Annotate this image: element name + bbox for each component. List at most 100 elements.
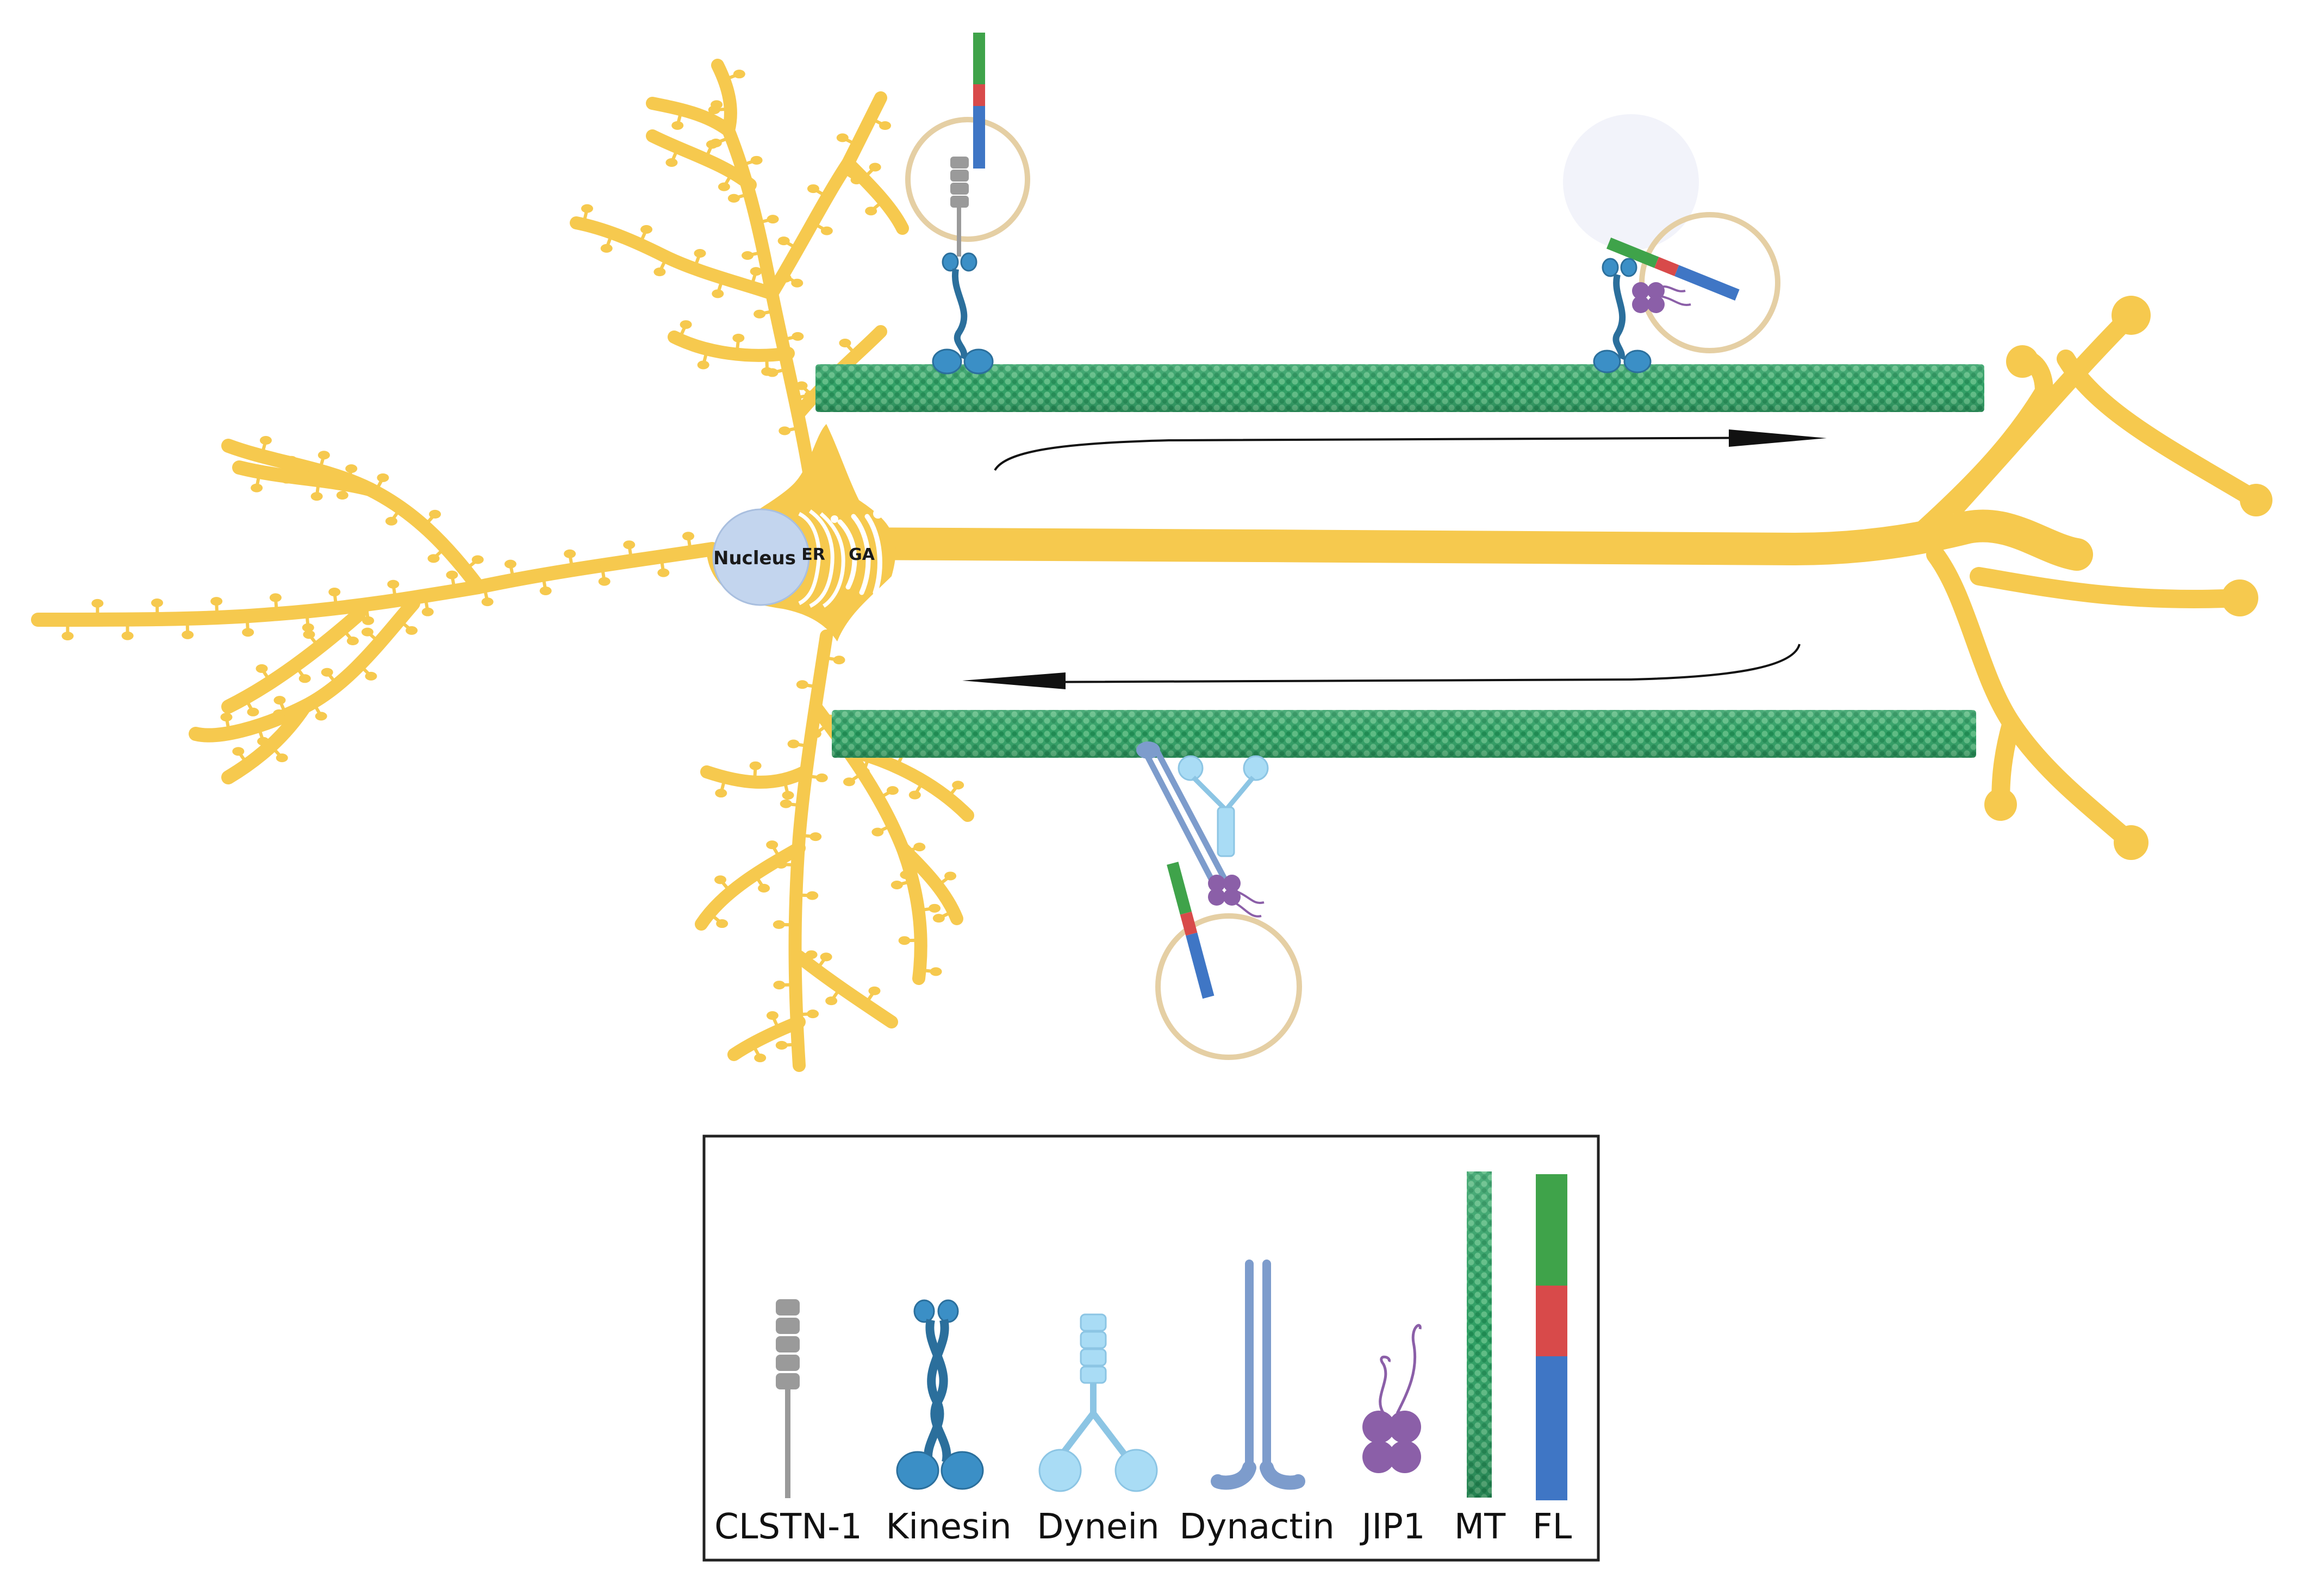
spine-head (758, 883, 770, 893)
spine-head (151, 598, 163, 607)
jip1 (1208, 875, 1265, 918)
spine-head (336, 491, 348, 500)
legend-label-mt: MT (1454, 1507, 1506, 1547)
spine-head (766, 1011, 779, 1020)
spine-head (429, 509, 441, 519)
spine-head (362, 616, 375, 625)
spine-head (775, 1040, 788, 1050)
spine-head (232, 747, 245, 756)
kinesin-icon (896, 1299, 984, 1490)
spine-head (281, 475, 293, 484)
spine-head (750, 267, 762, 276)
spine-head (930, 967, 942, 976)
spine-head (754, 1053, 767, 1063)
spine-head (665, 158, 678, 167)
spine-head (807, 1009, 819, 1019)
spine-head (247, 707, 259, 716)
spine-head (839, 338, 851, 347)
spine-head (836, 133, 849, 142)
spine-head (273, 696, 286, 705)
dynein (1178, 755, 1269, 857)
spine-head (913, 843, 926, 852)
spine-head (809, 832, 822, 841)
spine-head (908, 790, 921, 800)
spine-head (623, 540, 636, 550)
spine-head (767, 215, 779, 224)
upper-dendrites (570, 59, 909, 485)
spine-head (871, 827, 884, 837)
spine-head (121, 631, 134, 640)
spine-head (761, 367, 774, 376)
spine-head (900, 870, 912, 880)
spine-head (820, 952, 832, 962)
spine-head (886, 786, 899, 795)
left-dendrites (31, 439, 719, 784)
spine-head (843, 777, 855, 787)
kinesin-clstn1-cargo (905, 33, 1030, 375)
dynein-dynactin-cargo (1136, 741, 1302, 1060)
spine-head (952, 781, 964, 790)
kinesin-jip1-cargo (1563, 114, 1780, 373)
spine-head (857, 767, 870, 776)
spine-head (256, 664, 268, 673)
spine-head (365, 671, 377, 681)
dynein-icon (1038, 1313, 1158, 1492)
spine-head (742, 251, 754, 260)
spine-head (727, 194, 740, 203)
spine-head (815, 773, 828, 782)
spine-head (890, 880, 903, 889)
er-label: ER (801, 545, 825, 564)
spine-head (345, 464, 358, 473)
nucleus-label: Nucleus (713, 547, 796, 569)
spine-head (718, 182, 730, 191)
microtubule-top (815, 364, 1984, 412)
clstn1-icon (776, 1299, 800, 1498)
spine-head (716, 919, 728, 928)
vesicle (905, 117, 1030, 242)
faded-vesicle (1563, 114, 1699, 250)
legend: CLSTN-1 Kinesin Dynein Dynactin JIP1 MT … (702, 1134, 1600, 1562)
spine-head (377, 473, 389, 482)
spine-head (182, 630, 194, 639)
spine-head (833, 656, 845, 665)
spine-head (879, 121, 892, 130)
spine-head (600, 244, 613, 253)
spine-head (539, 586, 552, 595)
spine-head (898, 936, 911, 945)
spine-head (361, 627, 373, 637)
spine-head (773, 920, 785, 929)
spine-head (302, 623, 314, 632)
spine-head (714, 875, 727, 884)
legend-label-clstn1: CLSTN-1 (714, 1507, 862, 1547)
legend-label-dynein: Dynein (1037, 1507, 1159, 1547)
spine-head (91, 598, 104, 608)
spine-head (708, 105, 720, 115)
spine-head (805, 950, 818, 959)
microtubule-bottom (832, 710, 1976, 758)
spine-head (315, 712, 327, 721)
clstn1 (950, 157, 969, 257)
spine-head (210, 597, 223, 606)
spine-head (766, 840, 779, 850)
spine-head (694, 248, 706, 258)
spine-head (671, 121, 684, 130)
spine-head (471, 555, 484, 564)
spine-head (795, 381, 808, 390)
microtubule-icon (1467, 1171, 1492, 1498)
dynactin-icon (1211, 1260, 1305, 1490)
golgi-apparatus (831, 509, 888, 600)
fl-bar-icon (1536, 1174, 1567, 1500)
spine-head (753, 309, 766, 319)
spine-head (346, 637, 359, 646)
legend-label-kinesin: Kinesin (886, 1507, 1011, 1547)
spine-head (481, 597, 494, 607)
spine-head (427, 554, 440, 563)
spine-head (504, 559, 516, 569)
spine-head (421, 607, 434, 616)
legend-label-fl: FL (1533, 1507, 1572, 1547)
ga-label: GA (849, 545, 875, 564)
spine-head (733, 70, 745, 79)
spine-head (775, 859, 787, 869)
spine-head (406, 626, 418, 635)
spine-head (787, 739, 800, 749)
